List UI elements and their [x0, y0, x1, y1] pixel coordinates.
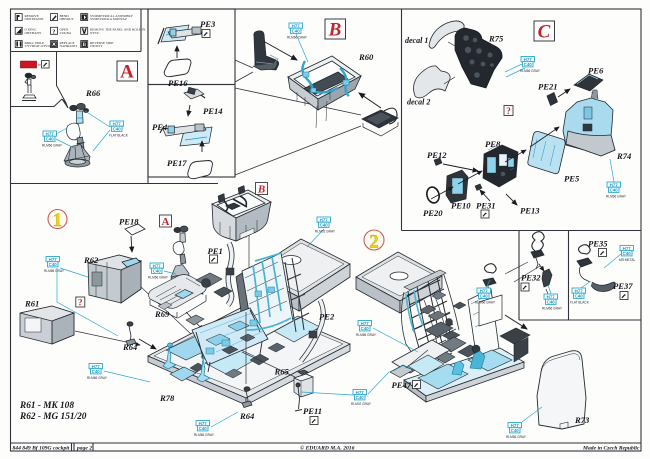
svg-text:R64: R64: [239, 411, 255, 421]
svg-text:844 849 Bf 109G cockpit: 844 849 Bf 109G cockpit: [13, 446, 70, 452]
svg-text:PE18: PE18: [119, 217, 139, 227]
svg-text:PE20: PE20: [423, 208, 443, 218]
svg-text:PE47: PE47: [392, 380, 412, 390]
svg-text:PE10: PE10: [451, 201, 471, 211]
svg-text:decal 2: decal 2: [407, 98, 430, 107]
svg-text:RLM66 GRAY: RLM66 GRAY: [506, 435, 527, 439]
svg-text:PE21: PE21: [538, 82, 558, 92]
svg-text:PE13: PE13: [520, 206, 540, 216]
svg-text:B: B: [328, 20, 342, 41]
svg-text:R62 - MG 151/20: R62 - MG 151/20: [19, 412, 87, 422]
svg-text:FLAT BLACK: FLAT BLACK: [570, 301, 590, 305]
svg-text:?: ?: [78, 298, 83, 308]
svg-text:RLM66 GRAY: RLM66 GRAY: [542, 307, 563, 311]
svg-text:© EDUARD M.A. 2016: © EDUARD M.A. 2016: [300, 445, 355, 452]
svg-text:R62: R62: [83, 255, 99, 265]
svg-text:R64: R64: [122, 342, 138, 352]
svg-text:O RING: O RING: [25, 28, 37, 32]
svg-text:PE12: PE12: [427, 150, 447, 160]
svg-text:ODSTRANIT: ODSTRANIT: [25, 17, 45, 21]
svg-text:VYVRTAT OTVOR: VYVRTAT OTVOR: [25, 44, 54, 48]
svg-text:SYMETRICKA MONTAZ: SYMETRICKA MONTAZ: [90, 17, 127, 21]
svg-text:NYTU: NYTU: [90, 31, 100, 35]
svg-text:R69: R69: [154, 309, 170, 319]
svg-text:C: C: [538, 22, 551, 43]
svg-text:PE16: PE16: [168, 78, 188, 88]
svg-text:decal 1: decal 1: [405, 36, 428, 45]
svg-text:R75: R75: [488, 34, 504, 44]
svg-text:BEND: BEND: [60, 14, 70, 18]
svg-text:PE2: PE2: [319, 312, 335, 322]
svg-text:PE37: PE37: [613, 281, 633, 291]
svg-text:MR.METAL: MR.METAL: [619, 258, 635, 262]
svg-text:PE1: PE1: [208, 246, 223, 256]
svg-text:B: B: [83, 43, 87, 48]
svg-text:RLM66 GRAY: RLM66 GRAY: [606, 195, 627, 199]
svg-text:A: A: [120, 62, 134, 83]
svg-text:RLM66 GRAY: RLM66 GRAY: [475, 301, 496, 305]
svg-text:OTOCIT: OTOCIT: [90, 44, 103, 48]
svg-text:R73: R73: [574, 415, 590, 425]
svg-text:OPEN: OPEN: [60, 28, 69, 32]
svg-text:FLAT BLACK: FLAT BLACK: [109, 134, 129, 138]
svg-text:PE5: PE5: [564, 174, 580, 184]
svg-text:NAHRADIT: NAHRADIT: [60, 44, 79, 48]
svg-text:?: ?: [506, 106, 511, 116]
svg-text:VOLBA: VOLBA: [60, 31, 72, 35]
svg-text:PE17: PE17: [167, 158, 187, 168]
svg-text:RLM02 GRAY: RLM02 GRAY: [315, 230, 336, 234]
svg-text:RLM66 GRAY: RLM66 GRAY: [44, 269, 65, 273]
svg-text:OHYBANY: OHYBANY: [25, 31, 43, 35]
svg-text:R61 - MK 108: R61 - MK 108: [19, 401, 74, 411]
svg-text:R78: R78: [159, 393, 175, 403]
svg-text:R74: R74: [616, 151, 632, 161]
svg-text:A: A: [162, 216, 170, 228]
svg-text:PE31: PE31: [476, 201, 496, 211]
svg-text:2: 2: [369, 232, 379, 253]
svg-text:?: ?: [52, 28, 55, 35]
svg-text:RLM66 GRAY: RLM66 GRAY: [87, 376, 108, 380]
svg-text:PE32: PE32: [521, 273, 541, 283]
svg-text:REMOVE: REMOVE: [25, 14, 39, 18]
svg-text:PE8: PE8: [485, 139, 501, 149]
svg-text:RLM66 GRAY: RLM66 GRAY: [520, 69, 541, 73]
svg-text:B: B: [257, 184, 265, 196]
svg-text:1: 1: [53, 210, 63, 231]
svg-text:R61: R61: [24, 299, 39, 309]
svg-text:R60: R60: [358, 52, 374, 62]
svg-text:SYMMETRICAL ASSEMBLY: SYMMETRICAL ASSEMBLY: [90, 14, 134, 18]
svg-text:REVERSE SIDE: REVERSE SIDE: [90, 41, 113, 45]
svg-text:PE3: PE3: [200, 19, 216, 29]
svg-text:RLM66 GRAY: RLM66 GRAY: [356, 333, 377, 337]
svg-text:PE35: PE35: [588, 239, 608, 249]
svg-text:REPLACE: REPLACE: [60, 41, 75, 45]
svg-text:RLM66 GRAY: RLM66 GRAY: [287, 36, 308, 40]
svg-text:R65: R65: [274, 367, 290, 377]
svg-text:RLM66 GRAY: RLM66 GRAY: [42, 144, 63, 148]
svg-text:=: =: [38, 63, 42, 69]
svg-text:OHNOUT: OHNOUT: [60, 17, 75, 21]
svg-text:RLM66 GRAY: RLM66 GRAY: [194, 433, 215, 437]
svg-text:page 2: page 2: [76, 446, 92, 452]
svg-text:RLM66 GRAY: RLM66 GRAY: [148, 276, 169, 280]
svg-text:RLM02 GRAY: RLM02 GRAY: [351, 402, 372, 406]
svg-text:REMOVE THE PANEL AND HOLE IN: REMOVE THE PANEL AND HOLE IN: [90, 28, 146, 32]
svg-text:PE11: PE11: [303, 406, 322, 416]
svg-text:PE4: PE4: [152, 122, 168, 132]
svg-text:PE14: PE14: [203, 106, 223, 116]
svg-text:DRILL HOLE: DRILL HOLE: [25, 41, 45, 45]
svg-text:Made in Czech Republic: Made in Czech Republic: [582, 446, 640, 452]
svg-text:R66: R66: [85, 88, 101, 98]
svg-text:PE6: PE6: [588, 66, 604, 76]
